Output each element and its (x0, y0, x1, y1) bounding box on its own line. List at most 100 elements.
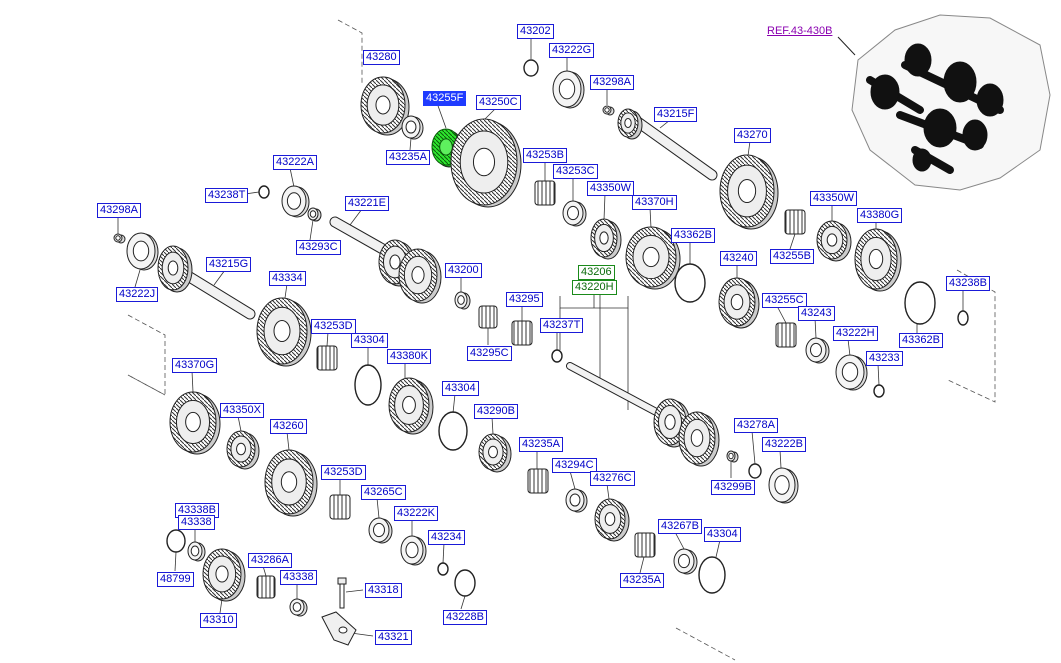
part-label-43370G[interactable]: 43370G (172, 358, 218, 373)
needle-bearing-43235a[interactable] (527, 468, 549, 494)
part-label-43222A[interactable]: 43222A (273, 155, 317, 170)
part-label-43235A[interactable]: 43235A (519, 437, 563, 452)
needle-bearing-43295c[interactable] (478, 305, 498, 329)
part-label-43362B[interactable]: 43362B (899, 333, 943, 348)
synchro-43350x[interactable] (226, 430, 260, 470)
part-label-43338[interactable]: 43338 (280, 570, 317, 585)
sleeve-43370h[interactable] (625, 226, 681, 290)
ring-43362b[interactable] (674, 263, 706, 303)
part-label-43260[interactable]: 43260 (270, 419, 307, 434)
gear-43240[interactable] (718, 277, 760, 329)
part-label-43380K[interactable]: 43380K (387, 349, 431, 364)
part-label-43222B[interactable]: 43222B (762, 437, 806, 452)
part-label-43338[interactable]: 43338 (178, 515, 215, 530)
collar-43265c[interactable] (368, 517, 393, 544)
part-label-43240[interactable]: 43240 (720, 251, 757, 266)
gear-43260[interactable] (264, 449, 318, 517)
part-label-43265C[interactable]: 43265C (361, 485, 406, 500)
part-label-43253B[interactable]: 43253B (523, 148, 567, 163)
gear-43334[interactable] (256, 297, 312, 367)
part-label-43310[interactable]: 43310 (200, 613, 237, 628)
needle-bearing-43253d[interactable] (316, 345, 338, 371)
part-label-43304[interactable]: 43304 (704, 527, 741, 542)
part-label-43234[interactable]: 43234 (428, 530, 465, 545)
part-label-43298A[interactable]: 43298A (590, 75, 634, 90)
part-label-43280[interactable]: 43280 (363, 50, 400, 65)
ring-43304[interactable] (354, 364, 382, 406)
part-label-48799[interactable]: 48799 (157, 572, 194, 587)
part-label-43286A[interactable]: 43286A (248, 553, 292, 568)
part-label-43238B[interactable]: 43238B (946, 276, 990, 291)
shaft-43215f[interactable] (629, 114, 718, 181)
part-label-43222K[interactable]: 43222K (394, 506, 438, 521)
part-label-43215F[interactable]: 43215F (654, 107, 698, 122)
part-label-43228B[interactable]: 43228B (443, 610, 487, 625)
part-label-43350W[interactable]: 43350W (587, 181, 634, 196)
sleeve-43370g[interactable] (169, 391, 221, 455)
snap-ring-43338b[interactable] (166, 529, 186, 553)
part-label-43321[interactable]: 43321 (375, 630, 412, 645)
part-label-43276C[interactable]: 43276C (590, 471, 635, 486)
part-label-43238T[interactable]: 43238T (205, 188, 249, 203)
washer-43338[interactable] (187, 541, 206, 562)
part-label-43200[interactable]: 43200 (445, 263, 482, 278)
gear-43280[interactable] (360, 76, 410, 136)
part-label-43380G[interactable]: 43380G (857, 208, 903, 223)
part-label-43304[interactable]: 43304 (351, 333, 388, 348)
part-label-43253D[interactable]: 43253D (321, 465, 366, 480)
needle-bearing-43255b[interactable] (784, 209, 806, 235)
gear-43221e-b[interactable] (398, 248, 442, 304)
collar-43253c[interactable] (562, 200, 587, 227)
ring-43233[interactable] (873, 384, 885, 398)
part-label-43294C[interactable]: 43294C (552, 458, 597, 473)
collar-43243[interactable] (805, 337, 830, 364)
sleeve-43380g[interactable] (854, 228, 902, 292)
pinion-43215g[interactable] (157, 245, 193, 293)
reference-link[interactable]: REF.43-430B (767, 25, 833, 37)
part-label-43304[interactable]: 43304 (442, 381, 479, 396)
part-label-43334[interactable]: 43334 (269, 271, 306, 286)
synchro-43350w-b[interactable] (816, 220, 852, 262)
bolt-43318[interactable] (337, 577, 347, 609)
collar-43293c[interactable] (307, 207, 322, 222)
pinion-43215f[interactable] (617, 108, 643, 140)
part-label-43255F[interactable]: 43255F (423, 91, 467, 106)
bearing-43222h[interactable] (835, 354, 868, 391)
gear-43250c[interactable] (450, 118, 522, 208)
part-label-43237T[interactable]: 43237T (540, 318, 584, 333)
part-label-43350X[interactable]: 43350X (220, 403, 264, 418)
needle-bearing-43286a[interactable] (256, 575, 276, 599)
collar-43267b[interactable] (673, 548, 698, 575)
bearing-43222k[interactable] (400, 535, 427, 566)
bracket-43321[interactable] (321, 611, 357, 646)
ring-43234[interactable] (437, 562, 449, 576)
ring-43304-c[interactable] (698, 556, 726, 594)
bearing-43222g[interactable] (552, 70, 585, 109)
part-label-43235A[interactable]: 43235A (386, 150, 430, 165)
part-label-43267B[interactable]: 43267B (658, 519, 702, 534)
part-label-43222J[interactable]: 43222J (116, 287, 159, 302)
part-label-43299B[interactable]: 43299B (711, 480, 755, 495)
snap-ring-43202[interactable] (523, 59, 539, 77)
part-label-43235A[interactable]: 43235A (620, 573, 664, 588)
snap-ring-43238t[interactable] (258, 185, 270, 199)
washer-43200[interactable] (454, 291, 471, 310)
part-label-43318[interactable]: 43318 (365, 583, 402, 598)
gear-43310[interactable] (202, 548, 246, 602)
collar-43294c[interactable] (565, 488, 588, 513)
ring-43362b-b[interactable] (904, 281, 936, 325)
washer-43299b[interactable] (726, 450, 739, 463)
part-label-43243[interactable]: 43243 (798, 306, 835, 321)
washer-43338-b[interactable] (289, 598, 308, 617)
snap-ring-43237t[interactable] (551, 349, 563, 363)
ring-43304-b[interactable] (438, 411, 468, 451)
part-label-43221E[interactable]: 43221E (345, 196, 389, 211)
part-label-43220H[interactable]: 43220H (572, 280, 617, 295)
needle-bearing-43253b[interactable] (534, 180, 556, 206)
gear-43290b[interactable] (478, 433, 512, 473)
ring-43228b[interactable] (454, 569, 476, 597)
part-label-43233[interactable]: 43233 (866, 351, 903, 366)
snap-ring-43238b[interactable] (957, 310, 969, 326)
part-label-43270[interactable]: 43270 (734, 128, 771, 143)
part-label-43222H[interactable]: 43222H (833, 326, 878, 341)
